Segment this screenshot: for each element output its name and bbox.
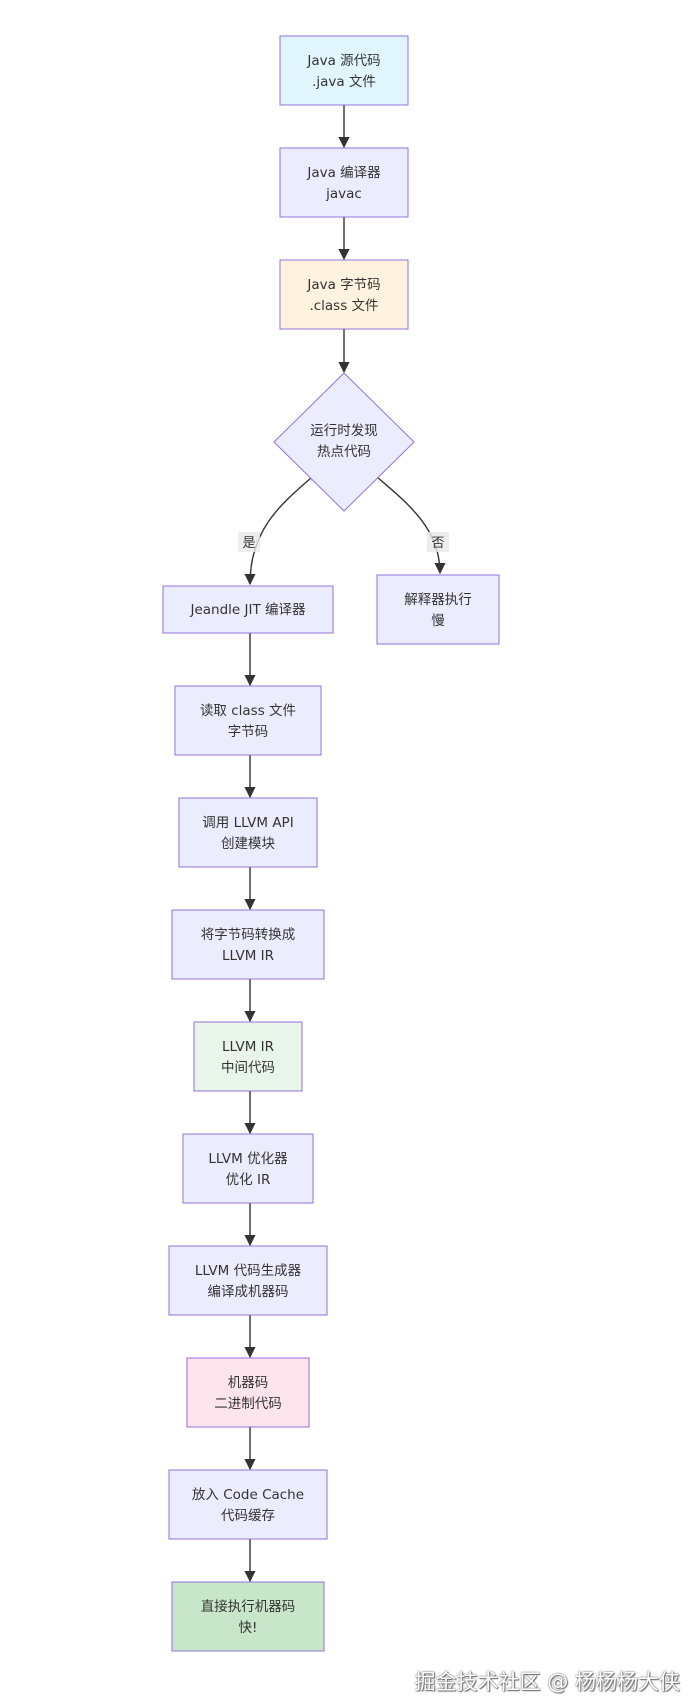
node-code-cache: 放入 Code Cache 代码缓存	[168, 1469, 328, 1540]
node-llvm-ir-line1: LLVM IR	[222, 1039, 274, 1055]
node-read-class: 读取 class 文件 字节码	[174, 685, 322, 756]
node-machine-code-line1: 机器码	[228, 1375, 269, 1391]
node-javac: Java 编译器 javac	[279, 147, 409, 218]
edge-hotspot-to-interpreter	[376, 476, 446, 575]
node-llvm-optimizer: LLVM 优化器 优化 IR	[182, 1133, 314, 1204]
edges	[244, 105, 446, 1583]
node-bytecode: Java 字节码 .class 文件	[279, 259, 409, 330]
node-execute-line2: 快!	[239, 1620, 258, 1636]
node-convert-ir-line1: 将字节码转换成	[201, 927, 296, 943]
node-llvm-codegen-line2: 编译成机器码	[208, 1284, 289, 1300]
edge-label-yes: 是	[238, 532, 260, 552]
node-convert-ir: 将字节码转换成 LLVM IR	[171, 909, 325, 980]
node-llvm-api-line1: 调用 LLVM API	[202, 815, 293, 831]
node-llvm-ir: LLVM IR 中间代码	[193, 1021, 303, 1092]
node-machine-code: 机器码 二进制代码	[186, 1357, 310, 1428]
edge-label-yes-text: 是	[242, 536, 255, 551]
node-hotspot-decision: 运行时发现 热点代码	[273, 372, 415, 512]
node-jeandle-line1: Jeandle JIT 编译器	[189, 602, 306, 618]
edge-label-no: 否	[427, 532, 449, 552]
node-llvm-opt-line1: LLVM 优化器	[208, 1151, 288, 1167]
node-read-class-line2: 字节码	[228, 724, 269, 740]
node-read-class-line1: 读取 class 文件	[200, 703, 296, 719]
node-convert-ir-line2: LLVM IR	[222, 948, 274, 964]
node-hotspot-line2: 热点代码	[317, 444, 371, 460]
node-llvm-api-line2: 创建模块	[221, 836, 275, 852]
node-interpreter-line1: 解释器执行	[404, 592, 472, 608]
watermark: 掘金技术社区 @ 杨杨杨大侠	[414, 1670, 680, 1694]
node-interpreter-line2: 慢	[431, 612, 445, 629]
node-llvm-opt-line2: 优化 IR	[226, 1172, 271, 1188]
node-llvm-ir-line2: 中间代码	[221, 1060, 275, 1076]
edge-label-no-text: 否	[431, 536, 444, 551]
node-execute: 直接执行机器码 快!	[171, 1581, 325, 1652]
node-machine-code-line2: 二进制代码	[214, 1396, 282, 1412]
node-bytecode-line2: .class 文件	[309, 298, 378, 314]
node-java-source: Java 源代码 .java 文件	[279, 35, 409, 106]
node-code-cache-line1: 放入 Code Cache	[192, 1487, 304, 1503]
node-execute-line1: 直接执行机器码	[201, 1598, 296, 1615]
node-jeandle-jit: Jeandle JIT 编译器	[162, 585, 334, 634]
node-llvm-codegen: LLVM 代码生成器 编译成机器码	[168, 1245, 328, 1316]
node-bytecode-line1: Java 字节码	[306, 277, 380, 293]
node-hotspot-line1: 运行时发现	[310, 423, 378, 439]
node-java-source-line1: Java 源代码	[306, 53, 380, 69]
node-javac-line2: javac	[325, 186, 362, 202]
edge-hotspot-to-jeandle	[244, 476, 313, 586]
node-llvm-codegen-line1: LLVM 代码生成器	[195, 1263, 302, 1279]
node-code-cache-line2: 代码缓存	[221, 1508, 275, 1524]
node-java-source-line2: .java 文件	[312, 74, 376, 90]
node-javac-line1: Java 编译器	[306, 165, 381, 181]
node-interpreter: 解释器执行 慢	[376, 574, 500, 645]
node-llvm-api: 调用 LLVM API 创建模块	[178, 797, 318, 868]
